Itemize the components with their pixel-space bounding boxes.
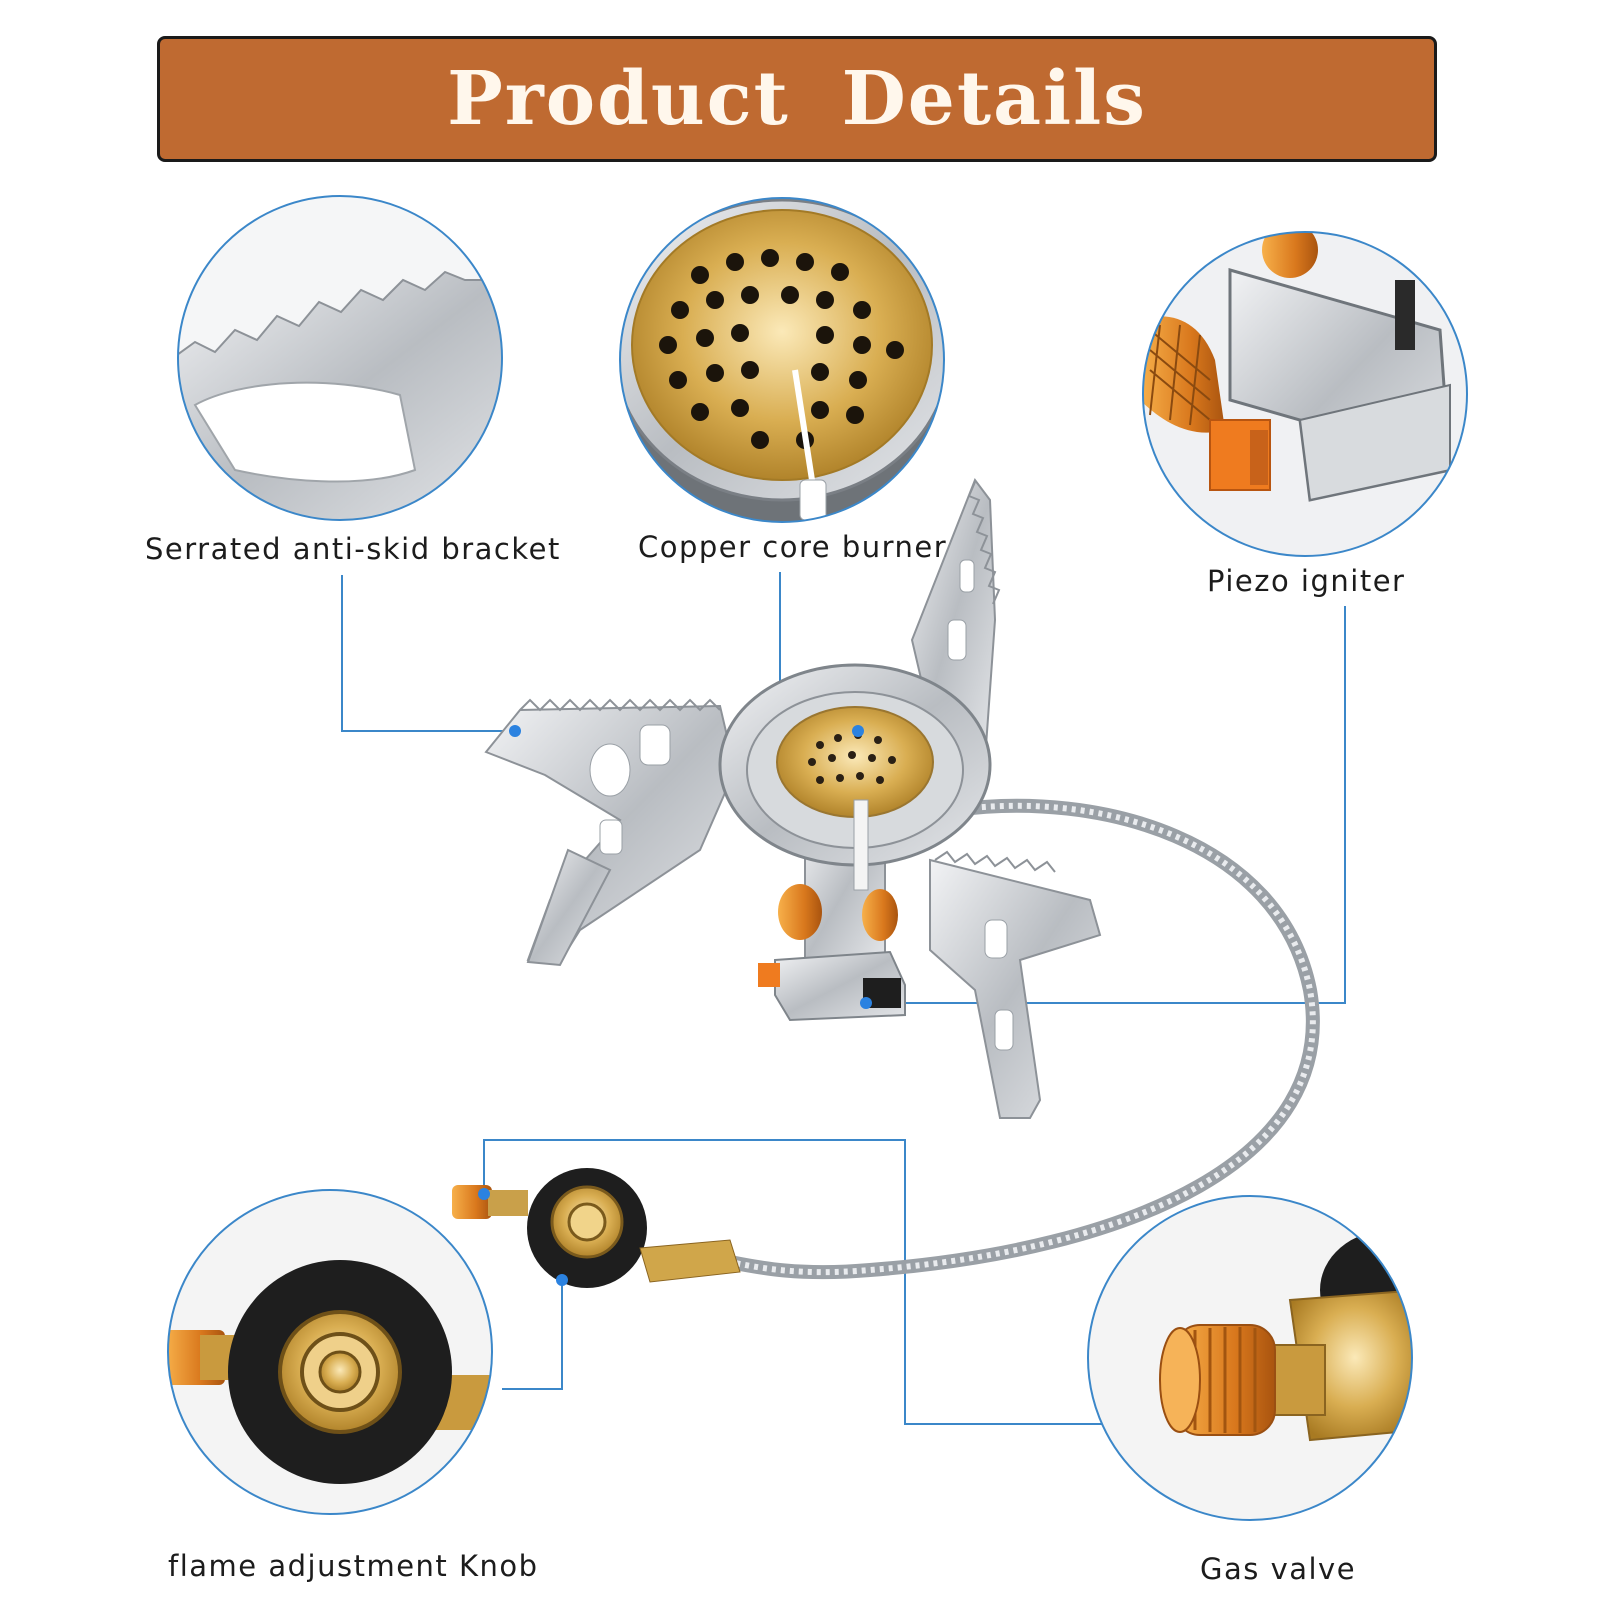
bracket-leader-line	[341, 575, 515, 732]
bracket-dot	[509, 725, 521, 737]
valve-dot	[478, 1188, 490, 1200]
callout-lines	[341, 572, 1346, 1425]
gas-valve-closeup-icon	[1087, 1195, 1413, 1521]
flame-knob-closeup-icon	[167, 1189, 493, 1515]
serrated-bracket-closeup-icon	[177, 195, 503, 521]
piezo-igniter-closeup-icon	[1142, 231, 1468, 557]
banner-title: Product Details	[447, 56, 1147, 142]
knob-leader-line	[502, 1280, 563, 1390]
callout-dots	[478, 725, 872, 1286]
copper-burner-closeup-icon	[619, 197, 945, 523]
right-arm	[929, 858, 1102, 1119]
product-details-banner: Product Details	[157, 36, 1437, 162]
front-leg	[526, 848, 612, 967]
burner-dot	[852, 725, 864, 737]
label-copper-burner: Copper core burner	[638, 530, 948, 564]
label-piezo-igniter: Piezo igniter	[1207, 564, 1406, 598]
stove-knob	[778, 884, 822, 940]
label-flame-knob: flame adjustment Knob	[168, 1549, 539, 1583]
knob-dot	[556, 1274, 568, 1286]
label-gas-valve: Gas valve	[1200, 1552, 1357, 1586]
label-serrated-bracket: Serrated anti-skid bracket	[145, 532, 561, 566]
camping-stove-icon	[452, 477, 1320, 1288]
igniter-dot	[860, 997, 872, 1009]
valve-leader-line	[483, 1139, 1105, 1425]
regulator	[452, 1168, 741, 1288]
